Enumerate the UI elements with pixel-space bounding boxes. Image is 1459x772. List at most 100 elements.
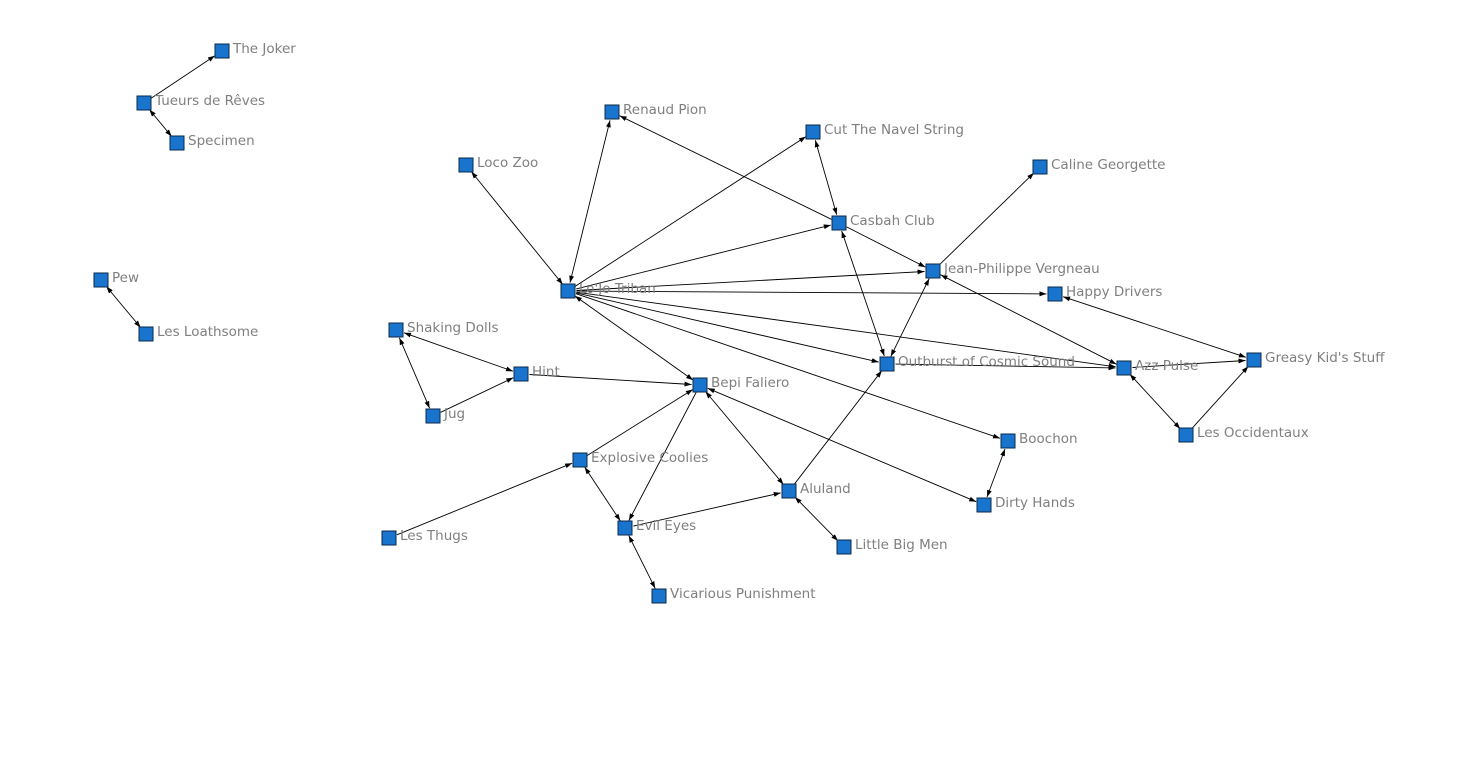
node-label: Specimen bbox=[188, 133, 255, 149]
node-square[interactable] bbox=[692, 377, 708, 393]
node-cut-the-navel-string[interactable]: Cut The Navel String bbox=[805, 122, 964, 140]
edge-aluland-little-big-men bbox=[794, 496, 839, 542]
edge-lojo-triban-casbah-club bbox=[576, 224, 831, 290]
node-evil-eyes[interactable]: Evil Eyes bbox=[617, 518, 696, 536]
node-square[interactable] bbox=[1000, 433, 1016, 449]
node-azz-pulse[interactable]: Azz Pulse bbox=[1116, 358, 1198, 376]
node-les-thugs[interactable]: Les Thugs bbox=[381, 528, 468, 546]
edge-tueurs-de-reves-specimen bbox=[149, 109, 172, 137]
node-label: Vicarious Punishment bbox=[670, 586, 816, 602]
edge-explosive-coolies-bepi-faliero bbox=[586, 389, 694, 456]
node-square[interactable] bbox=[651, 588, 667, 604]
edge-lojo-triban-renaud-pion bbox=[569, 120, 611, 283]
node-label: Casbah Club bbox=[850, 213, 935, 229]
node-renaud-pion[interactable]: Renaud Pion bbox=[604, 102, 707, 120]
node-little-big-men[interactable]: Little Big Men bbox=[836, 537, 948, 555]
node-explosive-coolies[interactable]: Explosive Coolies bbox=[572, 450, 708, 468]
node-square[interactable] bbox=[169, 135, 185, 151]
node-outburst-of-cosmic-sound[interactable]: Outburst of Cosmic Sound bbox=[879, 354, 1075, 372]
edge-lojo-triban-bepi-faliero bbox=[574, 295, 694, 381]
node-vicarious-punishment[interactable]: Vicarious Punishment bbox=[651, 586, 816, 604]
node-square[interactable] bbox=[879, 356, 895, 372]
edge-azz-pulse-greasy-kids-stuff bbox=[1132, 358, 1246, 368]
node-label: Tueurs de Rêves bbox=[154, 93, 265, 109]
node-square[interactable] bbox=[388, 322, 404, 338]
node-square[interactable] bbox=[572, 452, 588, 468]
edge-jug-hint bbox=[440, 377, 514, 413]
node-dirty-hands[interactable]: Dirty Hands bbox=[976, 495, 1075, 513]
node-aluland[interactable]: Aluland bbox=[781, 481, 851, 499]
node-square[interactable] bbox=[805, 124, 821, 140]
node-shaking-dolls[interactable]: Shaking Dolls bbox=[388, 320, 499, 338]
node-casbah-club[interactable]: Casbah Club bbox=[831, 213, 935, 231]
node-square[interactable] bbox=[1116, 360, 1132, 376]
edge-les-occidentaux-greasy-kids-stuff bbox=[1191, 365, 1249, 430]
edge-casbah-club-renaud-pion bbox=[619, 115, 832, 220]
node-label: Outburst of Cosmic Sound bbox=[898, 354, 1075, 370]
node-square[interactable] bbox=[1178, 427, 1194, 443]
edge-shaking-dolls-hint bbox=[403, 332, 514, 372]
edge-shaking-dolls-jug bbox=[398, 337, 431, 409]
node-square[interactable] bbox=[458, 157, 474, 173]
edge-tueurs-de-reves-the-joker bbox=[150, 55, 216, 99]
node-square[interactable] bbox=[425, 408, 441, 424]
node-square[interactable] bbox=[831, 215, 847, 231]
node-tueurs-de-reves[interactable]: Tueurs de Rêves bbox=[136, 93, 265, 111]
node-square[interactable] bbox=[836, 539, 852, 555]
node-square[interactable] bbox=[93, 272, 109, 288]
node-label: Greasy Kid's Stuff bbox=[1265, 350, 1385, 366]
node-label: Aluland bbox=[800, 481, 851, 497]
node-square[interactable] bbox=[560, 283, 576, 299]
node-label: Evil Eyes bbox=[636, 518, 696, 534]
node-label: Renaud Pion bbox=[623, 102, 707, 118]
edge-boochon-dirty-hands bbox=[986, 448, 1006, 498]
node-loco-zoo[interactable]: Loco Zoo bbox=[458, 155, 538, 173]
node-square[interactable] bbox=[214, 43, 230, 59]
node-square[interactable] bbox=[781, 483, 797, 499]
node-happy-drivers[interactable]: Happy Drivers bbox=[1047, 284, 1162, 302]
node-label: Hint bbox=[532, 364, 560, 380]
node-hint[interactable]: Hint bbox=[513, 364, 560, 382]
node-square[interactable] bbox=[1246, 352, 1262, 368]
node-boochon[interactable]: Boochon bbox=[1000, 431, 1078, 449]
edge-hint-bepi-faliero bbox=[529, 374, 692, 387]
node-les-occidentaux[interactable]: Les Occidentaux bbox=[1178, 425, 1309, 443]
edge-les-thugs-explosive-coolies bbox=[396, 462, 573, 536]
edge-azz-pulse-les-occidentaux bbox=[1129, 373, 1181, 430]
node-square[interactable] bbox=[925, 263, 941, 279]
node-caline-georgette[interactable]: Caline Georgette bbox=[1032, 157, 1165, 175]
node-label: Little Big Men bbox=[855, 537, 948, 553]
node-label: Shaking Dolls bbox=[407, 320, 499, 336]
node-square[interactable] bbox=[1047, 286, 1063, 302]
node-label: Loco Zoo bbox=[477, 155, 538, 171]
node-label: Dirty Hands bbox=[995, 495, 1075, 511]
node-label: The Joker bbox=[232, 41, 296, 57]
node-square[interactable] bbox=[381, 530, 397, 546]
node-pew[interactable]: Pew bbox=[93, 270, 139, 288]
edge-greasy-kids-stuff-happy-drivers bbox=[1062, 296, 1247, 358]
node-lojo-triban[interactable]: Lo'Jo Triban bbox=[560, 281, 656, 299]
node-square[interactable] bbox=[138, 326, 154, 342]
node-square[interactable] bbox=[1032, 159, 1048, 175]
edge-aluland-outburst-of-cosmic-sound bbox=[793, 370, 883, 485]
node-specimen[interactable]: Specimen bbox=[169, 133, 255, 151]
node-square[interactable] bbox=[604, 104, 620, 120]
node-bepi-faliero[interactable]: Bepi Faliero bbox=[692, 375, 789, 393]
node-square[interactable] bbox=[136, 95, 152, 111]
node-square[interactable] bbox=[513, 366, 529, 382]
node-jug[interactable]: Jug bbox=[425, 406, 465, 424]
node-square[interactable] bbox=[617, 520, 633, 536]
node-label: Boochon bbox=[1019, 431, 1078, 447]
edge-casbah-club-jean-philippe-vergneau bbox=[846, 226, 926, 268]
node-label: Happy Drivers bbox=[1066, 284, 1162, 300]
node-the-joker[interactable]: The Joker bbox=[214, 41, 296, 59]
node-jean-philippe-vergneau[interactable]: Jean-Philippe Vergneau bbox=[925, 261, 1100, 279]
node-greasy-kids-stuff[interactable]: Greasy Kid's Stuff bbox=[1246, 350, 1385, 368]
node-les-loathsome[interactable]: Les Loathsome bbox=[138, 324, 258, 342]
edge-lojo-triban-cut-the-navel-string bbox=[574, 136, 807, 287]
node-square[interactable] bbox=[976, 497, 992, 513]
edge-evil-eyes-aluland bbox=[633, 492, 781, 527]
node-label: Lo'Jo Triban bbox=[579, 281, 656, 297]
